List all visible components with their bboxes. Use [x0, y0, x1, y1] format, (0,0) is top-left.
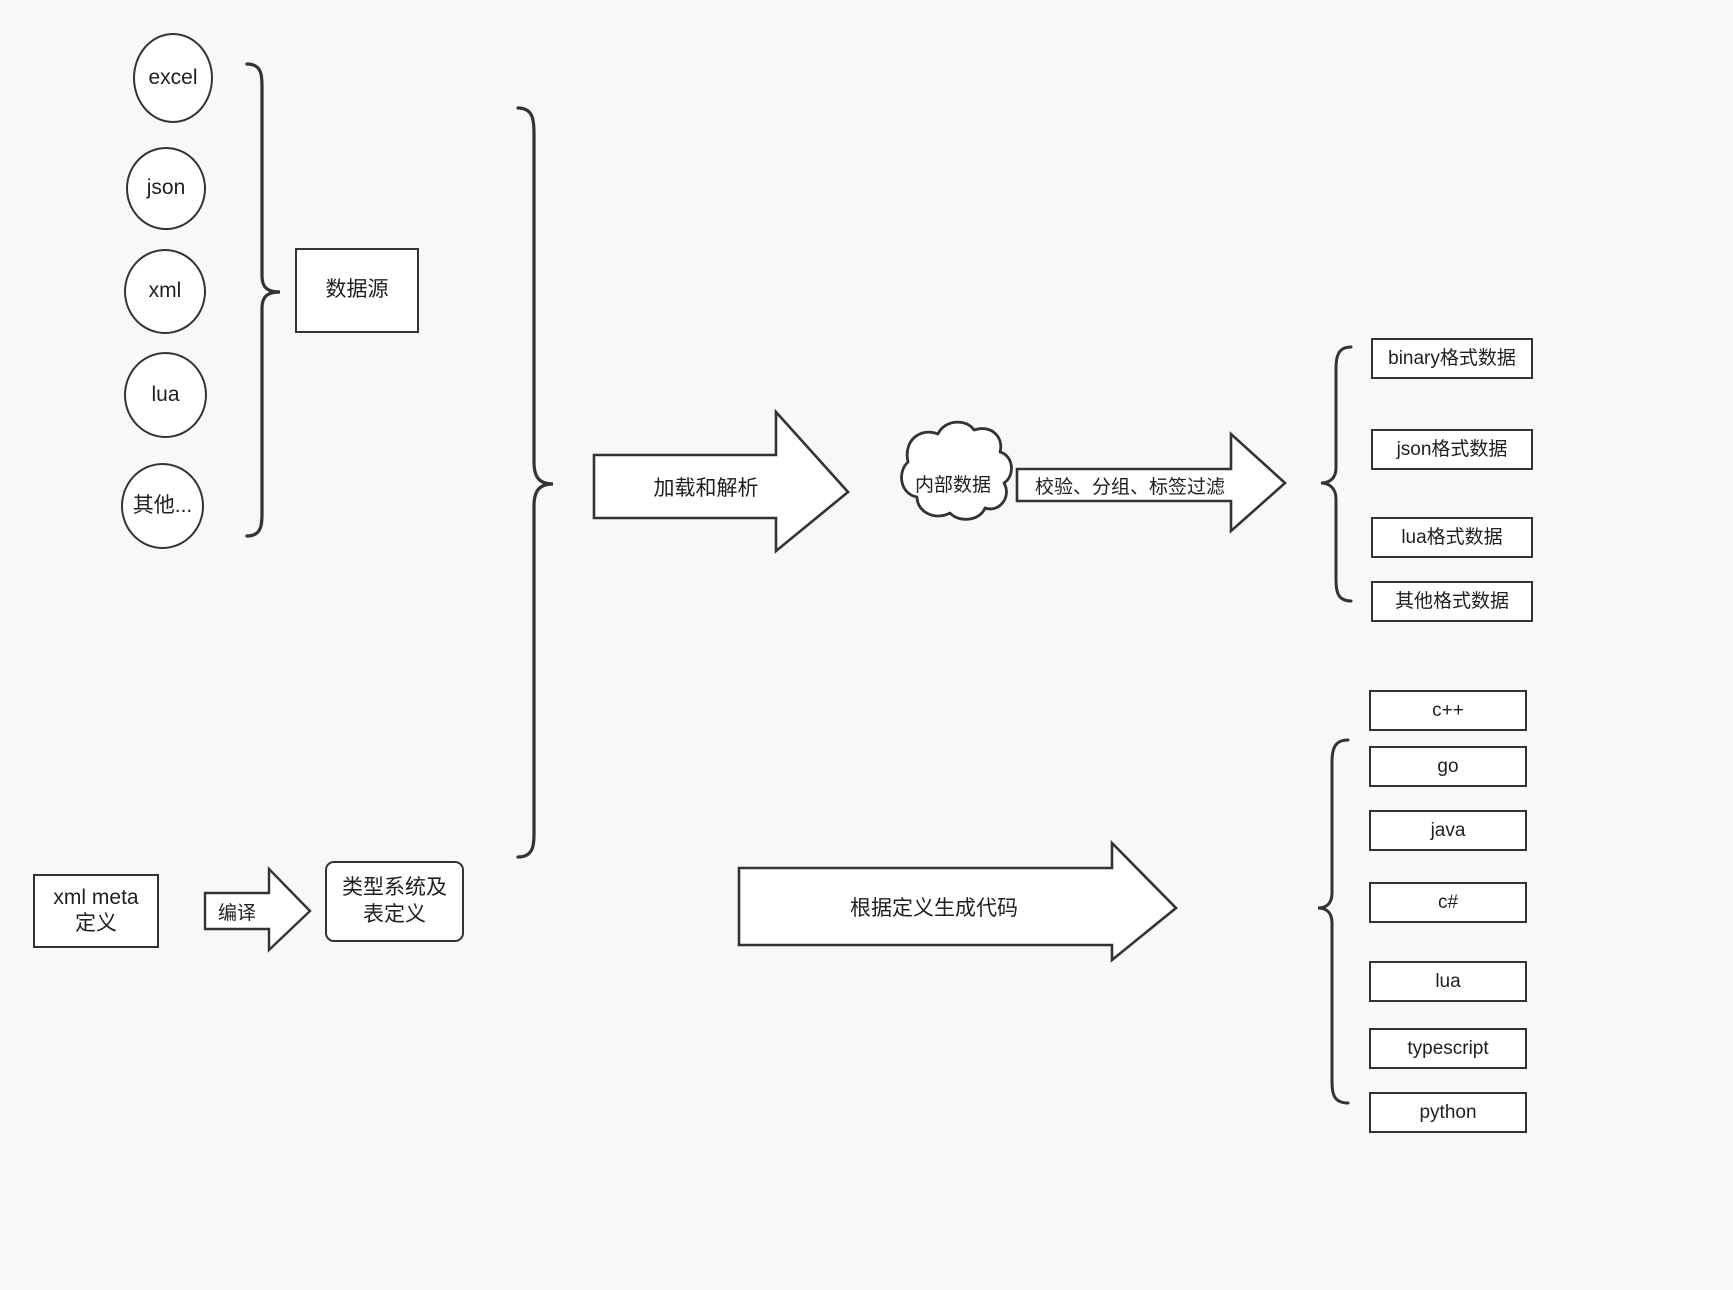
- source-node-xml[interactable]: xml: [124, 249, 206, 334]
- output-format-binary[interactable]: binary格式数据: [1371, 338, 1533, 379]
- codegen-arrow: [737, 839, 1178, 963]
- languages-brace: [1317, 738, 1350, 1105]
- output-language-cpp[interactable]: c++: [1369, 690, 1527, 731]
- data-source-box[interactable]: 数据源: [295, 248, 419, 333]
- formats-brace: [1320, 345, 1353, 603]
- output-format-json[interactable]: json格式数据: [1371, 429, 1533, 470]
- internal-data-cloud: [900, 420, 1013, 521]
- output-format-lua[interactable]: lua格式数据: [1371, 517, 1533, 558]
- internal-data-cloud-label: 内部数据: [914, 474, 991, 496]
- output-language-lua[interactable]: lua: [1369, 961, 1527, 1002]
- validate-group-filter-arrow: [1015, 431, 1287, 534]
- source-node-json[interactable]: json: [126, 147, 206, 230]
- output-language-java[interactable]: java: [1369, 810, 1527, 851]
- output-language-typescript[interactable]: typescript: [1369, 1028, 1527, 1069]
- codegen-arrow-label: 根据定义生成代码: [850, 896, 1018, 920]
- sources-brace: [245, 62, 281, 538]
- output-language-python[interactable]: python: [1369, 1092, 1527, 1133]
- xml-meta-definition-box[interactable]: xml meta定义: [33, 874, 159, 948]
- output-language-csharp[interactable]: c#: [1369, 882, 1527, 923]
- output-format-other[interactable]: 其他格式数据: [1371, 581, 1533, 622]
- output-language-go[interactable]: go: [1369, 746, 1527, 787]
- validate-group-filter-arrow-label: 校验、分组、标签过滤: [1034, 476, 1225, 498]
- inputs-brace: [516, 106, 554, 859]
- type-system-table-definition-box[interactable]: 类型系统及表定义: [325, 861, 464, 942]
- source-node-other[interactable]: 其他...: [121, 463, 204, 549]
- compile-arrow: [203, 866, 312, 953]
- load-parse-arrow-label: 加载和解析: [653, 476, 759, 500]
- source-node-lua[interactable]: lua: [124, 352, 207, 438]
- load-parse-arrow: [592, 408, 850, 554]
- compile-arrow-label: 编译: [217, 902, 256, 924]
- source-node-excel[interactable]: excel: [133, 33, 213, 123]
